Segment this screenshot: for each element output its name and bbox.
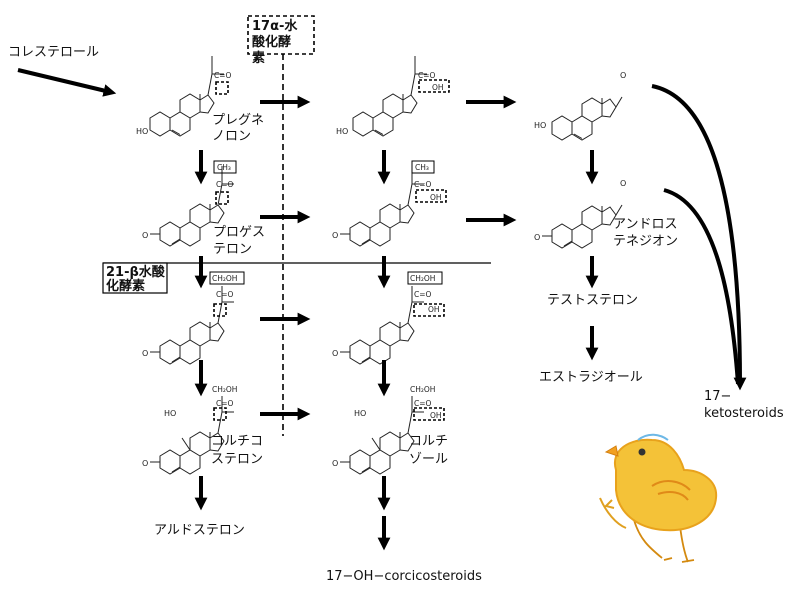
17-oh-progesterone-ch3-box	[411, 160, 435, 174]
11-deoxycortisol-oh-box	[413, 303, 445, 317]
corticosterone-ho-label: HO	[164, 409, 176, 418]
corticosterone-o-label: O	[142, 459, 148, 468]
chick-illustration	[599, 433, 718, 563]
progesterone-ch3-label: CH₃	[217, 163, 231, 172]
cortisol-oh-box	[413, 407, 445, 421]
androstenedione-label-1: アンドロス	[613, 217, 677, 232]
pregnenolone-co-label: C=O	[214, 71, 232, 80]
11-deoxycortisol-co-label: C=O	[414, 290, 432, 299]
deoxycorticosterone-ch2oh-box	[209, 271, 245, 285]
corticosterone-structure	[149, 396, 234, 475]
pregnenolone-17-position-box	[215, 81, 229, 95]
androstenedione-o-label-17: O	[620, 179, 626, 188]
17a-hydroxylase-label-1: 17α-水	[252, 18, 298, 34]
corticosterone-17-position-box	[213, 407, 227, 421]
11-deoxycortisol-ch2oh-label: CH₂OH	[410, 274, 435, 283]
curve-androstenedione-to-ketosteroids	[663, 188, 740, 385]
cortisol-structure	[339, 396, 445, 475]
estradiol-label: エストラジオール	[539, 370, 643, 385]
testosterone-label: テストステロン	[547, 293, 638, 308]
17a-hydroxylase-box	[247, 15, 315, 55]
deoxycorticosterone-co-label: C=O	[216, 290, 234, 299]
progesterone-structure	[149, 166, 234, 247]
17-oh-pregnenolone-structure	[352, 56, 450, 137]
cortisol-o-label: O	[332, 459, 338, 468]
androstenedione-label-2: テネジオン	[613, 234, 678, 249]
17-oh-pregnenolone-oh-label: OH	[432, 83, 444, 92]
11-deoxycortisol-structure	[339, 286, 445, 365]
androstenedione-structure	[541, 204, 623, 249]
corticosterone-co-label: C=O	[216, 399, 234, 408]
cholesterol-label: コレステロール	[8, 45, 99, 60]
progesterone-label-1: プロゲス	[213, 225, 265, 240]
progesterone-co-label: C=O	[216, 180, 234, 189]
ketosteroids-label-2: ketosteroids	[704, 406, 784, 421]
deoxycorticosterone-ch2oh-label: CH₂OH	[212, 274, 237, 283]
pregnenolone-structure	[149, 56, 229, 137]
ketosteroids-label-1: 17−	[704, 389, 731, 404]
cortisol-oh-label: OH	[430, 411, 442, 420]
17-oh-corticosteroids-label: 17−OH−corcicosteroids	[326, 569, 482, 584]
progesterone-17-position-box	[215, 191, 229, 205]
17-oh-progesterone-oh-box	[415, 189, 447, 203]
17-oh-progesterone-co-label: C=O	[414, 180, 432, 189]
17a-hydroxylase-label-2: 酸化酵	[252, 34, 291, 50]
17a-hydroxylase-label-3: 素	[252, 50, 265, 66]
deoxycorticosterone-o-label: O	[142, 349, 148, 358]
aldosterone-label: アルドステロン	[154, 523, 245, 538]
cortisol-ch2oh-label: CH₂OH	[410, 385, 435, 394]
corticosterone-label-2: ステロン	[211, 452, 263, 467]
cortisol-label-1: コルチ	[409, 434, 448, 449]
17-oh-progesterone-structure	[339, 166, 447, 247]
androstenedione-o-label-3: O	[534, 233, 540, 242]
17-oh-progesterone-oh-label: OH	[430, 193, 442, 202]
17-oh-pregnenolone-oh-box	[418, 79, 450, 93]
cortisol-co-label: C=O	[414, 399, 432, 408]
deoxycorticosterone-17-position-box	[213, 303, 227, 317]
cortisol-ho-label: HO	[354, 409, 366, 418]
17-oh-progesterone-ch3-label: CH₃	[415, 163, 429, 172]
pregnenolone-ho-label: HO	[136, 127, 148, 136]
corticosterone-label-1: コルチコ	[211, 434, 263, 449]
21b-hydroxylase-label-2: 化酵素	[106, 278, 145, 294]
21b-hydroxylase-label-1: 21-β水酸	[106, 264, 166, 280]
11-deoxycortisol-ch2oh-box	[407, 271, 443, 285]
11-deoxycortisol-oh-label: OH	[428, 305, 440, 314]
corticosterone-ch2oh-label: CH₂OH	[212, 385, 237, 394]
progesterone-ch3-box	[213, 160, 237, 174]
dhea-o-label: O	[620, 71, 626, 80]
deoxycorticosterone-structure	[149, 286, 234, 365]
dhea-ho-label: HO	[534, 121, 546, 130]
17-oh-pregnenolone-co-label: C=O	[418, 71, 436, 80]
arrow-cholesterol-to-pregnenolone	[17, 68, 117, 97]
progesterone-label-2: テロン	[213, 242, 252, 257]
cortisol-label-2: ゾール	[409, 452, 448, 467]
curve-dhea-to-ketosteroids	[651, 84, 747, 391]
17-oh-pregnenolone-ho-label: HO	[336, 127, 348, 136]
21b-hydroxylase-box	[102, 262, 168, 294]
17-oh-progesterone-o-label: O	[332, 231, 338, 240]
pregnenolone-label-1: プレグネ	[212, 113, 264, 128]
pregnenolone-label-2: ノロン	[212, 129, 251, 144]
11-deoxycortisol-o-label: O	[332, 349, 338, 358]
progesterone-o-label: O	[142, 231, 148, 240]
dhea-structure	[551, 96, 623, 141]
